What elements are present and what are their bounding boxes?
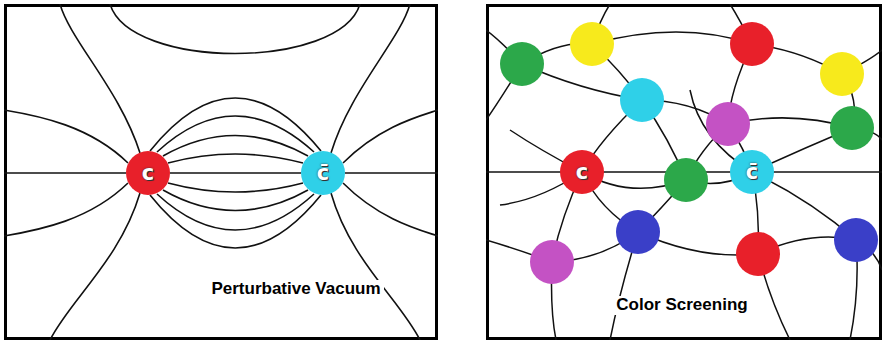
panel-box: Color Screening c c̄ xyxy=(486,4,882,340)
quark-label: c̄ xyxy=(746,162,758,183)
quark-label: c xyxy=(576,162,588,183)
quark-circle: c̄ xyxy=(301,151,345,195)
quark-label: c xyxy=(142,163,154,184)
quark-circle: c xyxy=(560,150,604,194)
panel-label: Perturbative Vacuum xyxy=(208,280,383,299)
quark-circle: c̄ xyxy=(730,150,774,194)
panel-box: Perturbative Vacuum c c̄ xyxy=(4,4,438,340)
quark-label: c̄ xyxy=(317,163,329,184)
gluon-medium xyxy=(486,4,882,340)
panel-label: Color Screening xyxy=(613,296,750,315)
quark-circle: c xyxy=(126,151,170,195)
field-line xyxy=(170,173,301,174)
